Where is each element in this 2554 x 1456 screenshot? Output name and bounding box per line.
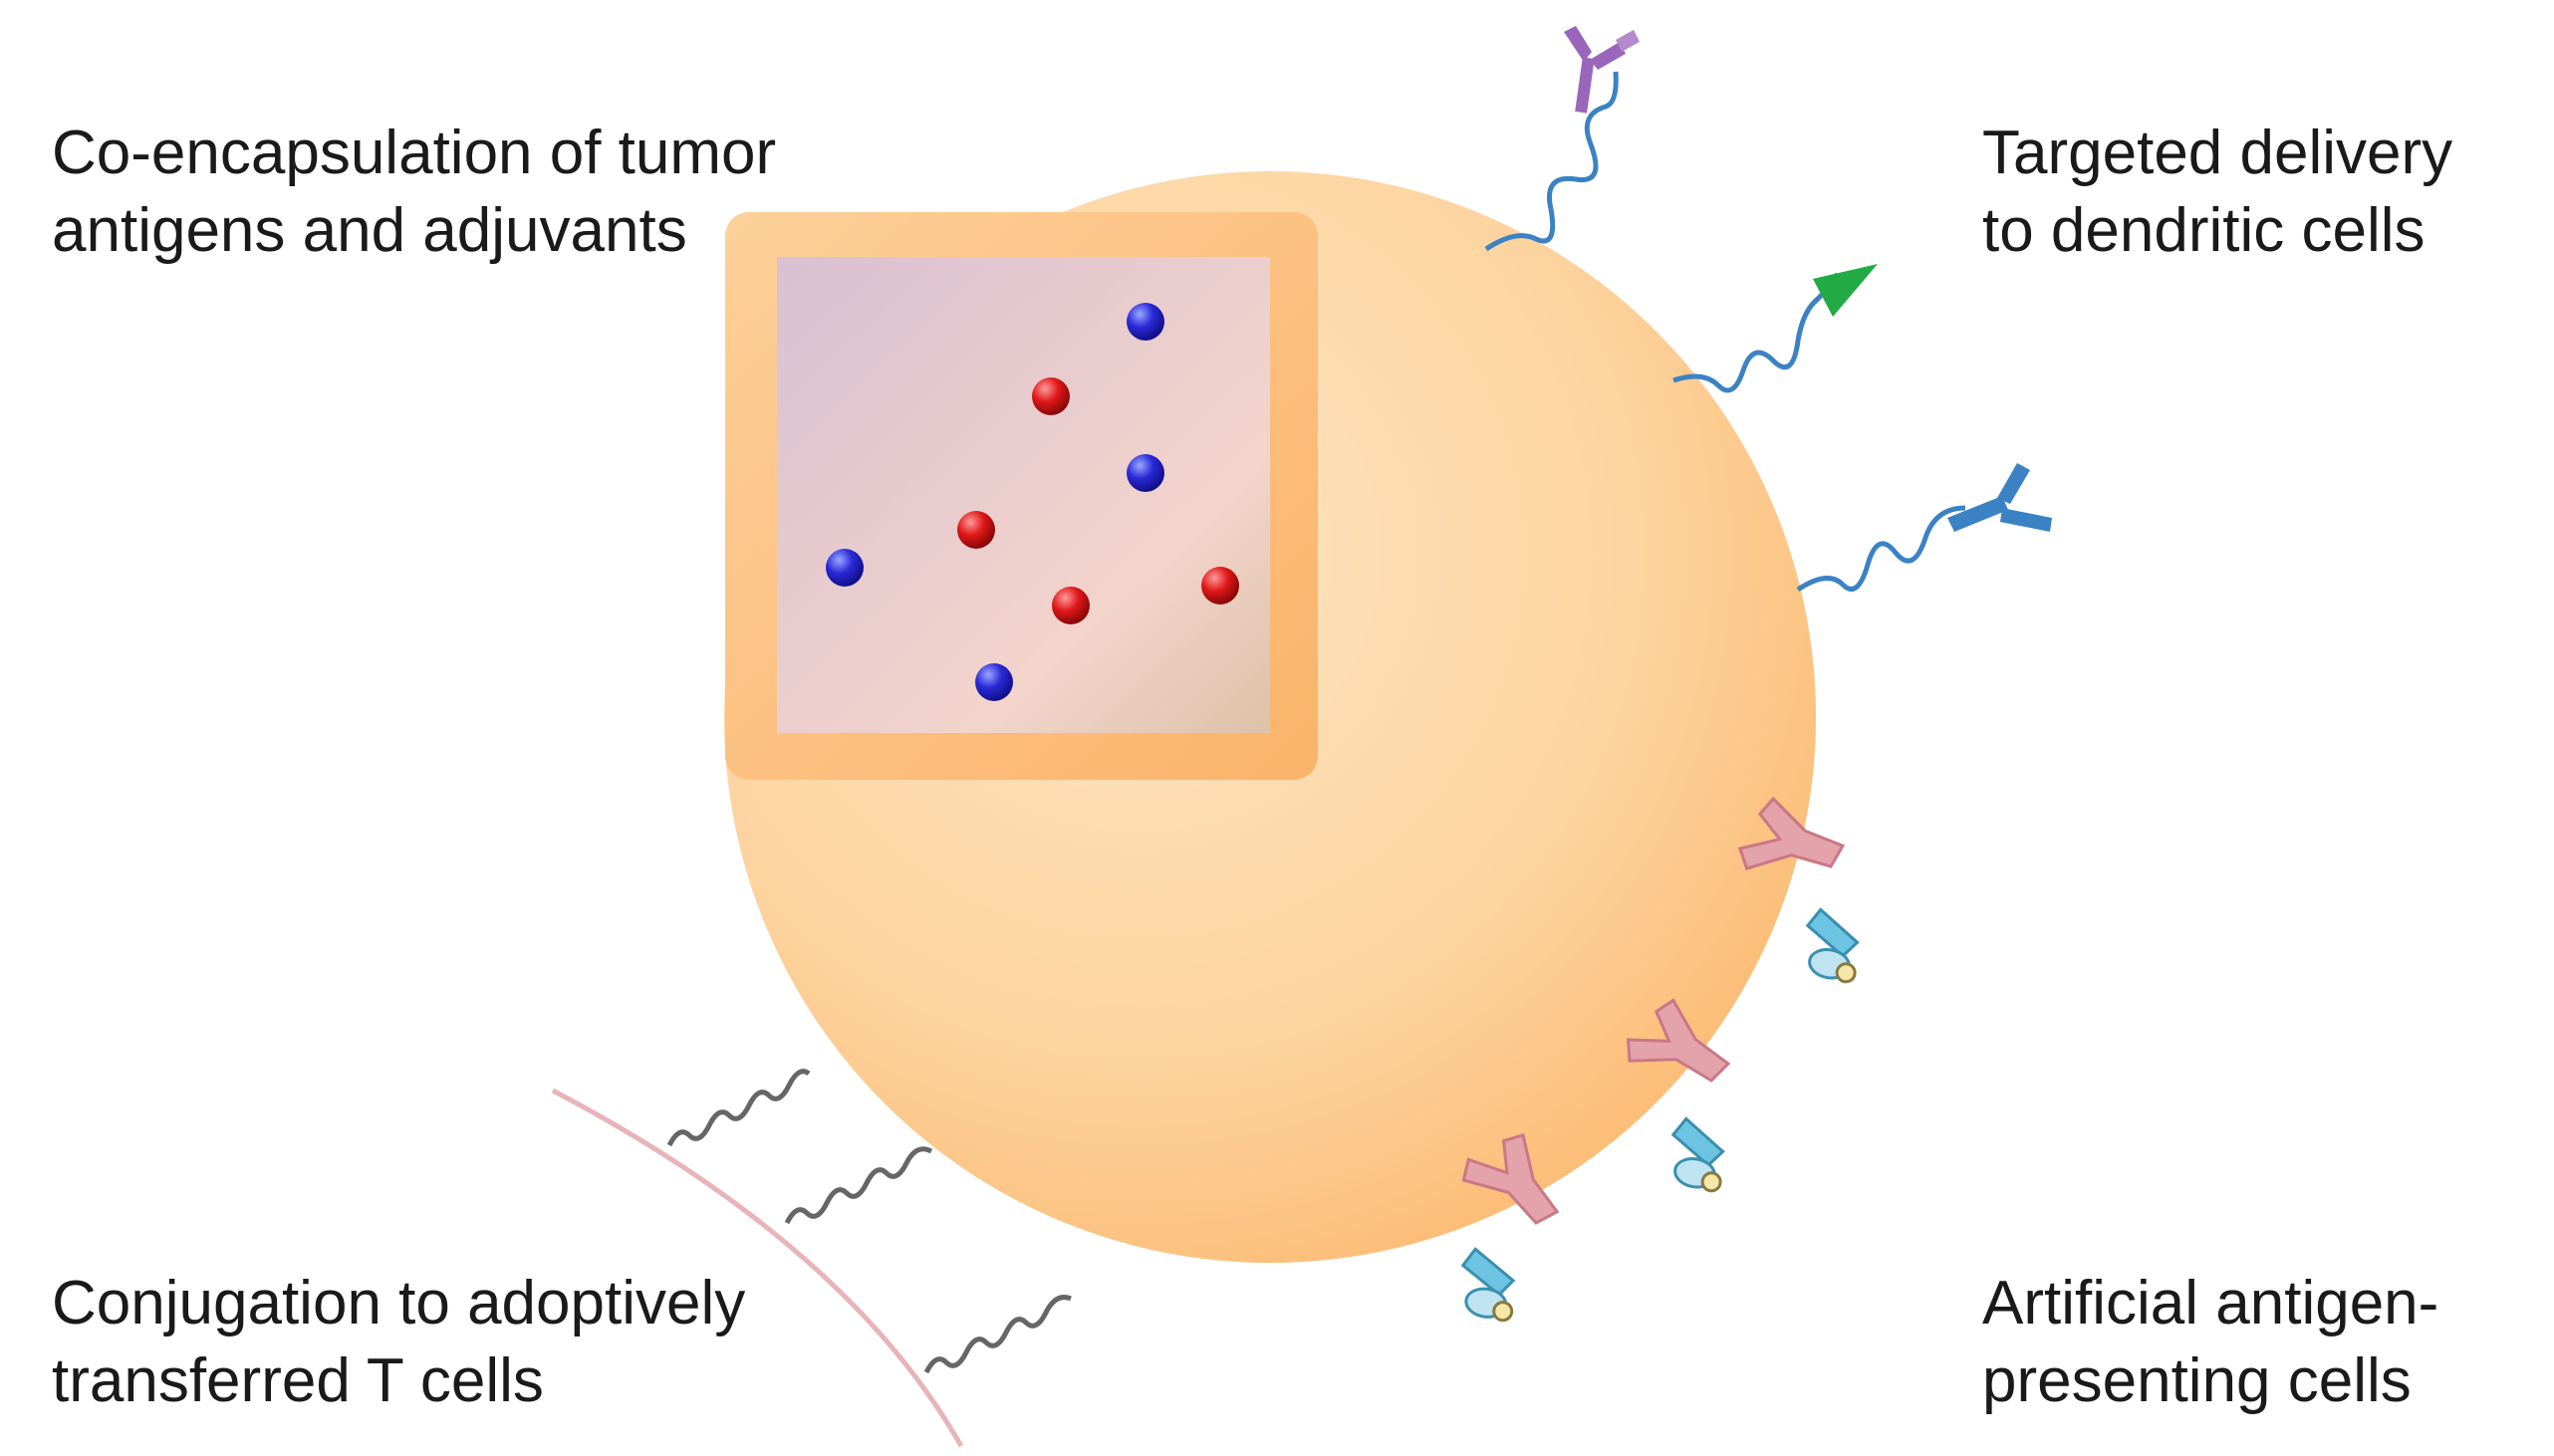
antigen-bead — [1201, 567, 1239, 605]
caption-targeted-delivery: Targeted delivery to dendritic cells — [1982, 115, 2452, 270]
caption-line: Conjugation to adoptively — [52, 1269, 746, 1337]
caption-line: presenting cells — [1982, 1346, 2412, 1415]
adjuvant-bead — [826, 549, 864, 587]
linker-1 — [666, 1069, 811, 1147]
antigen-bead — [1032, 377, 1070, 415]
t-cell-membrane — [551, 1088, 964, 1448]
adjuvant-bead — [1127, 303, 1164, 341]
antigen-bead — [1052, 587, 1090, 624]
caption-line: antigens and adjuvants — [52, 196, 687, 265]
antigen-bead — [957, 511, 995, 549]
antibody-ligand-icon — [1564, 26, 1640, 114]
mhc-complex-icon — [1454, 1246, 1522, 1324]
adjuvant-bead — [1127, 454, 1164, 492]
mhc-complex-icon — [1662, 1115, 1732, 1194]
ligand-tether-1 — [1484, 71, 1619, 252]
adjuvant-bead — [975, 663, 1013, 701]
caption-line: Targeted delivery — [1982, 119, 2453, 187]
antibody-ligand-icon — [1947, 463, 2052, 532]
caption-line: to dendritic cells — [1982, 196, 2426, 265]
caption-line: Co-encapsulation of tumor — [52, 119, 777, 187]
linker-3 — [923, 1295, 1072, 1374]
ligand-tether-2 — [1672, 272, 1841, 393]
ligand-tether-3 — [1796, 505, 1966, 593]
caption-line: Artificial antigen- — [1982, 1269, 2439, 1337]
linker-2 — [784, 1146, 933, 1225]
particle-core — [777, 257, 1270, 733]
arrowhead-ligand-icon — [1813, 264, 1878, 317]
caption-conjugation: Conjugation to adoptively transferred T … — [52, 1265, 745, 1420]
mhc-complex-icon — [1797, 906, 1867, 985]
caption-co-encapsulation: Co-encapsulation of tumor antigens and a… — [52, 115, 776, 270]
caption-line: transferred T cells — [52, 1346, 544, 1415]
caption-artificial-apc: Artificial antigen- presenting cells — [1982, 1265, 2438, 1420]
